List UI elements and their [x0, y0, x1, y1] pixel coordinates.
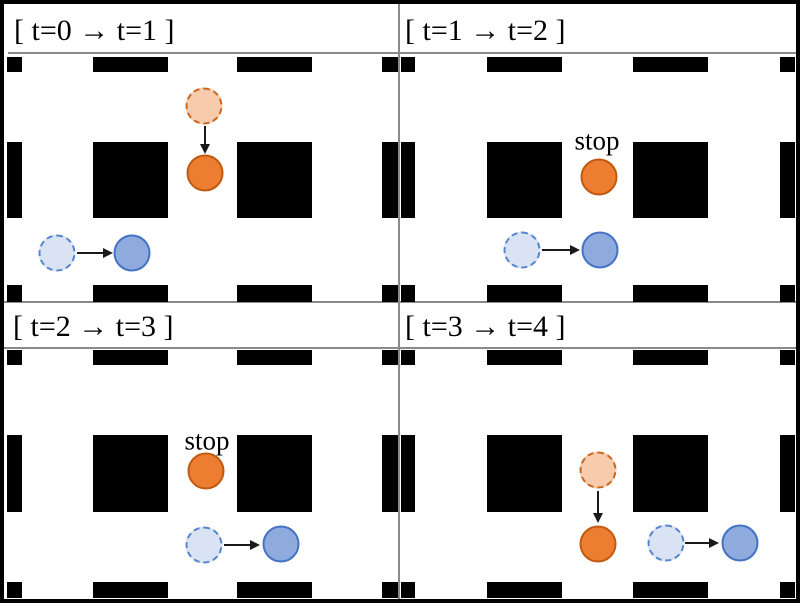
obstacle-block — [237, 57, 312, 72]
panel-divider-horizontal-lower — [4, 347, 796, 349]
obstacle-block — [93, 57, 168, 72]
obstacle-block — [382, 142, 398, 218]
obstacle-block — [633, 57, 708, 72]
move-arrow — [204, 126, 207, 145]
agent-orange — [187, 452, 225, 490]
obstacle-block — [7, 582, 22, 598]
obstacle-block — [401, 285, 415, 302]
agent-blue-ghost — [647, 524, 685, 562]
obstacle-block — [780, 435, 795, 512]
obstacle-block — [93, 142, 168, 218]
obstacle-block — [7, 435, 22, 512]
move-arrow — [685, 542, 710, 545]
obstacle-block — [237, 285, 312, 302]
obstacle-block — [382, 285, 398, 302]
move-arrow — [224, 544, 251, 547]
obstacle-block — [382, 435, 398, 512]
obstacle-block — [7, 142, 22, 218]
move-arrow-head — [103, 247, 113, 258]
move-arrow-head — [709, 537, 719, 548]
move-arrow — [542, 249, 571, 252]
obstacle-block — [487, 350, 562, 365]
obstacle-block — [401, 57, 415, 72]
obstacle-block — [382, 57, 398, 72]
stop-label: stop — [184, 425, 230, 456]
obstacle-block — [401, 142, 415, 218]
move-arrow — [597, 491, 600, 514]
agent-orange — [579, 525, 617, 563]
move-arrow-head — [592, 513, 603, 523]
stop-label: stop — [574, 125, 620, 156]
obstacle-block — [7, 57, 22, 72]
agent-blue — [113, 234, 151, 272]
move-arrow-head — [250, 539, 260, 550]
obstacle-block — [780, 350, 795, 365]
obstacle-block — [93, 285, 168, 302]
obstacle-block — [401, 582, 415, 598]
obstacle-block — [487, 582, 562, 598]
obstacle-block — [93, 350, 168, 365]
obstacle-block — [382, 582, 398, 598]
obstacle-block — [633, 142, 708, 218]
agent-orange-ghost — [579, 451, 617, 489]
agent-blue — [262, 525, 300, 563]
obstacle-block — [780, 57, 795, 72]
panel-label-t1-t2: [ t=1 → t=2 ] — [405, 14, 566, 47]
obstacle-block — [382, 350, 398, 365]
obstacle-block — [401, 435, 415, 512]
obstacle-block — [633, 582, 708, 598]
move-arrow — [77, 252, 104, 255]
top-label-bar-line — [8, 52, 796, 54]
obstacle-block — [7, 350, 22, 365]
panel-divider-horizontal-upper — [4, 301, 796, 303]
panel-label-t3-t4: [ t=3 → t=4 ] — [405, 310, 566, 343]
agent-orange-ghost — [185, 87, 223, 125]
obstacle-block — [780, 142, 795, 218]
obstacle-block — [633, 435, 708, 512]
agent-orange — [186, 154, 224, 192]
obstacle-block — [487, 57, 562, 72]
obstacle-block — [237, 435, 312, 512]
obstacle-block — [780, 582, 795, 598]
obstacle-block — [237, 142, 312, 218]
obstacle-block — [633, 285, 708, 302]
obstacle-block — [7, 285, 22, 302]
panel-label-t0-t1: [ t=0 → t=1 ] — [14, 14, 175, 47]
obstacle-block — [93, 435, 168, 512]
obstacle-block — [237, 350, 312, 365]
agent-blue-ghost — [503, 231, 541, 269]
move-arrow-head — [199, 144, 210, 154]
obstacle-block — [237, 582, 312, 598]
agent-blue — [721, 524, 759, 562]
agent-blue-ghost — [38, 234, 76, 272]
obstacle-block — [487, 285, 562, 302]
agent-orange — [580, 158, 618, 196]
panel-label-t2-t3: [ t=2 → t=3 ] — [13, 310, 174, 343]
agent-blue-ghost — [185, 526, 223, 564]
obstacle-block — [487, 435, 562, 512]
obstacle-block — [633, 350, 708, 365]
agent-blue — [581, 231, 619, 269]
obstacle-block — [93, 582, 168, 598]
obstacle-block — [487, 142, 562, 218]
obstacle-block — [780, 285, 795, 302]
obstacle-block — [401, 350, 415, 365]
move-arrow-head — [570, 244, 580, 255]
